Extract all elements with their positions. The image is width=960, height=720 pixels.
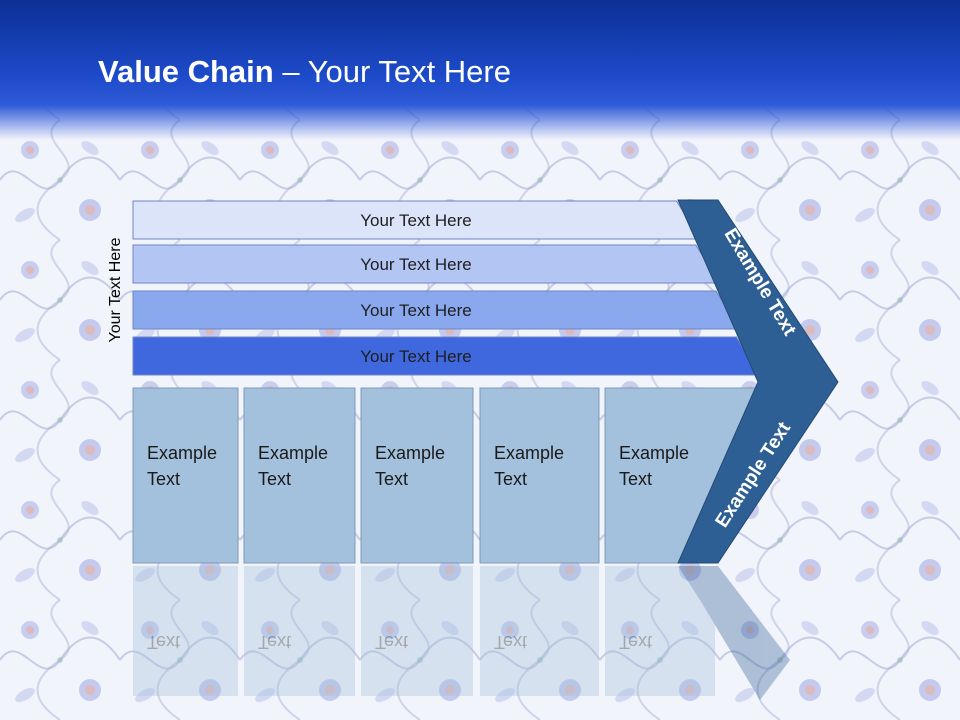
reflection-box-text-2: Text bbox=[258, 632, 291, 652]
primary-box-line2-5: Text bbox=[619, 469, 652, 489]
title-bold: Value Chain bbox=[98, 54, 274, 89]
support-band-label-2: Your Text Here bbox=[360, 255, 472, 274]
primary-box-1 bbox=[132, 387, 239, 564]
primary-box-line1-2: Example bbox=[258, 443, 328, 463]
reflection-box-1 bbox=[133, 566, 238, 696]
primary-box-line1-1: Example bbox=[147, 443, 217, 463]
title-banner bbox=[0, 0, 960, 140]
support-band-label-1: Your Text Here bbox=[360, 211, 472, 230]
margin-chevron-arrow bbox=[677, 199, 839, 564]
primary-box-line2-4: Text bbox=[494, 469, 527, 489]
diagram-reflection: Text Text Text Text Text bbox=[133, 566, 790, 700]
reflection-box-2 bbox=[244, 566, 355, 696]
primary-box-4 bbox=[479, 387, 600, 564]
reflection-box-text-1: Text bbox=[147, 632, 180, 652]
reflection-box-5 bbox=[605, 566, 715, 696]
primary-box-line2-2: Text bbox=[258, 469, 291, 489]
title-rest: – Your Text Here bbox=[273, 54, 511, 89]
primary-box-2 bbox=[243, 387, 356, 564]
reflection-box-4 bbox=[480, 566, 599, 696]
reflection-box-text-3: Text bbox=[375, 632, 408, 652]
support-band-label-4: Your Text Here bbox=[360, 347, 472, 366]
slide-title: Value Chain – Your Text Here bbox=[98, 54, 511, 90]
support-band-label-3: Your Text Here bbox=[360, 301, 472, 320]
primary-box-line2-1: Text bbox=[147, 469, 180, 489]
reflection-box-text-5: Text bbox=[619, 632, 652, 652]
reflection-box-3 bbox=[361, 566, 473, 696]
primary-box-line1-3: Example bbox=[375, 443, 445, 463]
primary-box-3 bbox=[360, 387, 474, 564]
primary-box-line1-4: Example bbox=[494, 443, 564, 463]
reflection-arrow bbox=[678, 566, 790, 700]
primary-box-line2-3: Text bbox=[375, 469, 408, 489]
reflection-box-text-4: Text bbox=[494, 632, 527, 652]
primary-box-line1-5: Example bbox=[619, 443, 689, 463]
